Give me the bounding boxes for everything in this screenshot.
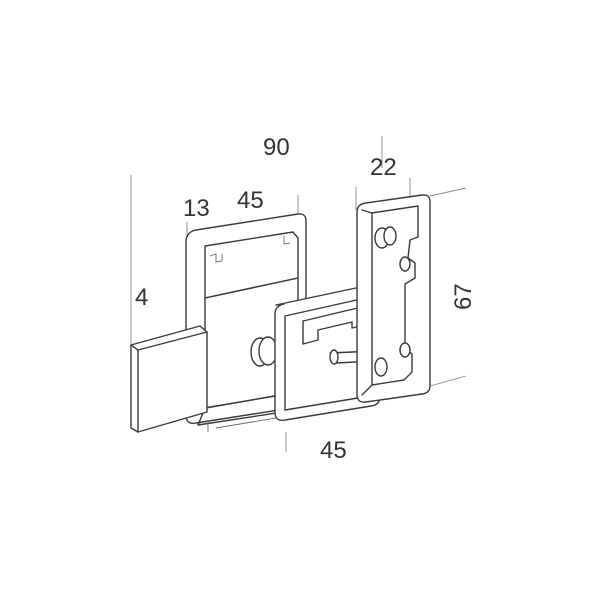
case-top-notches [209,236,291,263]
dim-case-depth-bottom: 45 [320,437,347,464]
dim-strike-height: 67 [450,283,477,310]
strike-inner-channel [371,205,419,386]
dim-strike-width: 22 [370,154,397,181]
strike-notch-lower [399,342,411,358]
strike-screw-hole-top-inner [383,226,397,246]
dim-case-offset: 13 [183,195,210,222]
cylinder [250,336,278,367]
strike-bottom-extension-line [429,375,467,387]
strike-edge-lines [361,209,373,396]
case-top-opening [204,231,299,299]
extension-lines [130,136,467,452]
dim-case-depth-top: 45 [237,187,264,214]
strike-screw-hole-bottom [374,357,388,377]
strike-top-extension-line [429,187,467,197]
strike-notch-upper [399,256,411,272]
bolt-body [130,325,208,433]
latch-bolt [130,325,208,433]
keyhole [329,349,339,365]
bolt-top-edge [137,331,208,351]
strike-plate [356,194,431,403]
dim-bolt-projection: 4 [135,284,148,311]
strike-outer [356,194,431,403]
dim-overall-width: 90 [263,134,290,161]
dimension-labels: 90 4 13 45 45 22 67 [135,134,477,464]
